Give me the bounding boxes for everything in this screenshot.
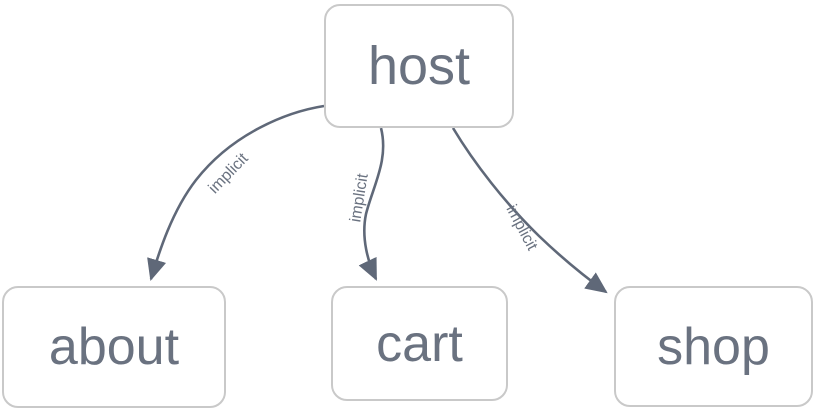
node-shop-label: shop <box>657 317 770 376</box>
edge-host-shop <box>451 127 608 294</box>
edge-host-cart <box>358 127 385 281</box>
node-about[interactable]: about <box>2 286 226 408</box>
node-shop[interactable]: shop <box>614 286 813 407</box>
edge-host-about <box>147 104 325 281</box>
node-cart[interactable]: cart <box>331 286 508 401</box>
node-cart-label: cart <box>376 314 463 373</box>
node-host[interactable]: host <box>324 4 514 128</box>
node-host-label: host <box>367 36 471 96</box>
node-about-label: about <box>48 318 180 376</box>
